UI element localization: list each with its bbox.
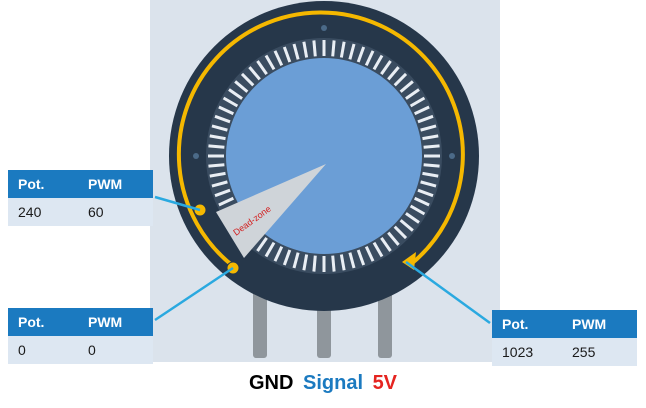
value-box-row: 1023 255 bbox=[492, 338, 637, 366]
value-box-mid-left: Pot. PWM 240 60 bbox=[8, 170, 153, 226]
serration-tick bbox=[292, 252, 300, 269]
serration-tick bbox=[413, 105, 430, 116]
serration-tick bbox=[222, 96, 239, 108]
dead-zone-wedge bbox=[216, 164, 326, 258]
serration-tick bbox=[393, 72, 408, 87]
pwm-value: 255 bbox=[572, 344, 596, 360]
leader-line-0 bbox=[154, 266, 234, 322]
serration-tick bbox=[422, 171, 439, 178]
pot-value: 1023 bbox=[502, 344, 534, 360]
serration-tick bbox=[240, 72, 255, 87]
value-box-header: Pot. PWM bbox=[492, 310, 637, 338]
serration-tick bbox=[214, 114, 231, 124]
col-pot-label: Pot. bbox=[18, 314, 45, 330]
serration-tick bbox=[312, 255, 317, 272]
serration-tick bbox=[422, 134, 439, 141]
rim-dot bbox=[321, 25, 327, 31]
serration-tick bbox=[218, 105, 235, 116]
rim-dot bbox=[449, 153, 455, 159]
serration-tick bbox=[387, 66, 400, 81]
serration-tick bbox=[209, 171, 226, 178]
serration-tick bbox=[399, 80, 414, 93]
serration-tick bbox=[423, 144, 440, 149]
serration-tick bbox=[364, 245, 375, 262]
serration-tick bbox=[208, 163, 225, 168]
value-box-low-right: Pot. PWM 1023 255 bbox=[492, 310, 637, 366]
serration-tick bbox=[417, 114, 434, 124]
serration-tick bbox=[405, 88, 420, 100]
serration-tick bbox=[214, 188, 231, 198]
value-box-row: 0 0 bbox=[8, 336, 153, 364]
serration-tick bbox=[405, 212, 420, 224]
serration-tick bbox=[420, 124, 437, 132]
pot-value: 0 bbox=[18, 342, 26, 358]
serration-tick bbox=[372, 241, 384, 258]
col-pwm-label: PWM bbox=[88, 314, 123, 330]
serration-tick bbox=[248, 66, 261, 81]
pin-label-5v: 5V bbox=[372, 372, 398, 394]
serration-tick bbox=[228, 88, 243, 100]
serration-tick bbox=[348, 43, 356, 60]
serration-tick bbox=[209, 134, 226, 141]
leader-line-240 bbox=[154, 195, 201, 212]
pwm-value: 60 bbox=[88, 204, 104, 220]
serration-tick bbox=[364, 50, 375, 67]
serration-tick bbox=[256, 60, 268, 75]
serration-tick bbox=[302, 254, 309, 271]
serration-tick bbox=[413, 196, 430, 207]
serration-tick bbox=[211, 180, 228, 188]
serration-tick bbox=[208, 144, 225, 149]
serration-tick bbox=[348, 252, 356, 269]
serration-tick bbox=[380, 237, 392, 252]
serration-tick bbox=[387, 231, 400, 246]
serration-tick bbox=[218, 196, 235, 207]
value-box-row: 240 60 bbox=[8, 198, 153, 226]
leader-line-1023 bbox=[405, 260, 491, 325]
rim-dot bbox=[193, 153, 199, 159]
serration-tick bbox=[312, 40, 317, 57]
value-box-header: Pot. PWM bbox=[8, 308, 153, 336]
serration-tick bbox=[292, 43, 300, 60]
pin-label-gnd: GND bbox=[248, 372, 294, 394]
serration-tick bbox=[393, 225, 408, 240]
serration-tick bbox=[380, 60, 392, 75]
serration-tick bbox=[339, 254, 346, 271]
pwm-value: 0 bbox=[88, 342, 96, 358]
col-pot-label: Pot. bbox=[502, 316, 529, 332]
serration-tick bbox=[264, 54, 276, 71]
col-pwm-label: PWM bbox=[88, 176, 123, 192]
serration-tick bbox=[256, 237, 268, 252]
serration-tick bbox=[417, 188, 434, 198]
serration-tick bbox=[264, 241, 276, 258]
pin-gnd bbox=[253, 280, 267, 358]
serration-tick bbox=[409, 204, 426, 216]
pot-value: 240 bbox=[18, 204, 42, 220]
serration-tick bbox=[211, 124, 228, 132]
serration-tick bbox=[331, 40, 336, 57]
col-pwm-label: PWM bbox=[572, 316, 607, 332]
value-box-low-left: Pot. PWM 0 0 bbox=[8, 308, 153, 364]
serration-tick bbox=[273, 245, 284, 262]
serration-tick bbox=[331, 255, 336, 272]
serration-tick bbox=[234, 80, 249, 93]
serration-tick bbox=[356, 46, 366, 63]
serration-tick bbox=[282, 249, 292, 266]
value-box-header: Pot. PWM bbox=[8, 170, 153, 198]
serration-tick bbox=[356, 249, 366, 266]
serration-tick bbox=[420, 180, 437, 188]
serration-tick bbox=[372, 54, 384, 71]
col-pot-label: Pot. bbox=[18, 176, 45, 192]
serration-tick bbox=[423, 163, 440, 168]
serration-tick bbox=[273, 50, 284, 67]
serration-tick bbox=[409, 96, 426, 108]
rotation-arc bbox=[176, 10, 465, 268]
pin-legend: GND Signal 5V bbox=[0, 372, 646, 395]
serration-tick bbox=[339, 41, 346, 58]
serration-tick bbox=[399, 219, 414, 232]
serration-tick bbox=[282, 46, 292, 63]
serration-tick bbox=[302, 41, 309, 58]
pin-label-signal: Signal bbox=[302, 372, 363, 394]
